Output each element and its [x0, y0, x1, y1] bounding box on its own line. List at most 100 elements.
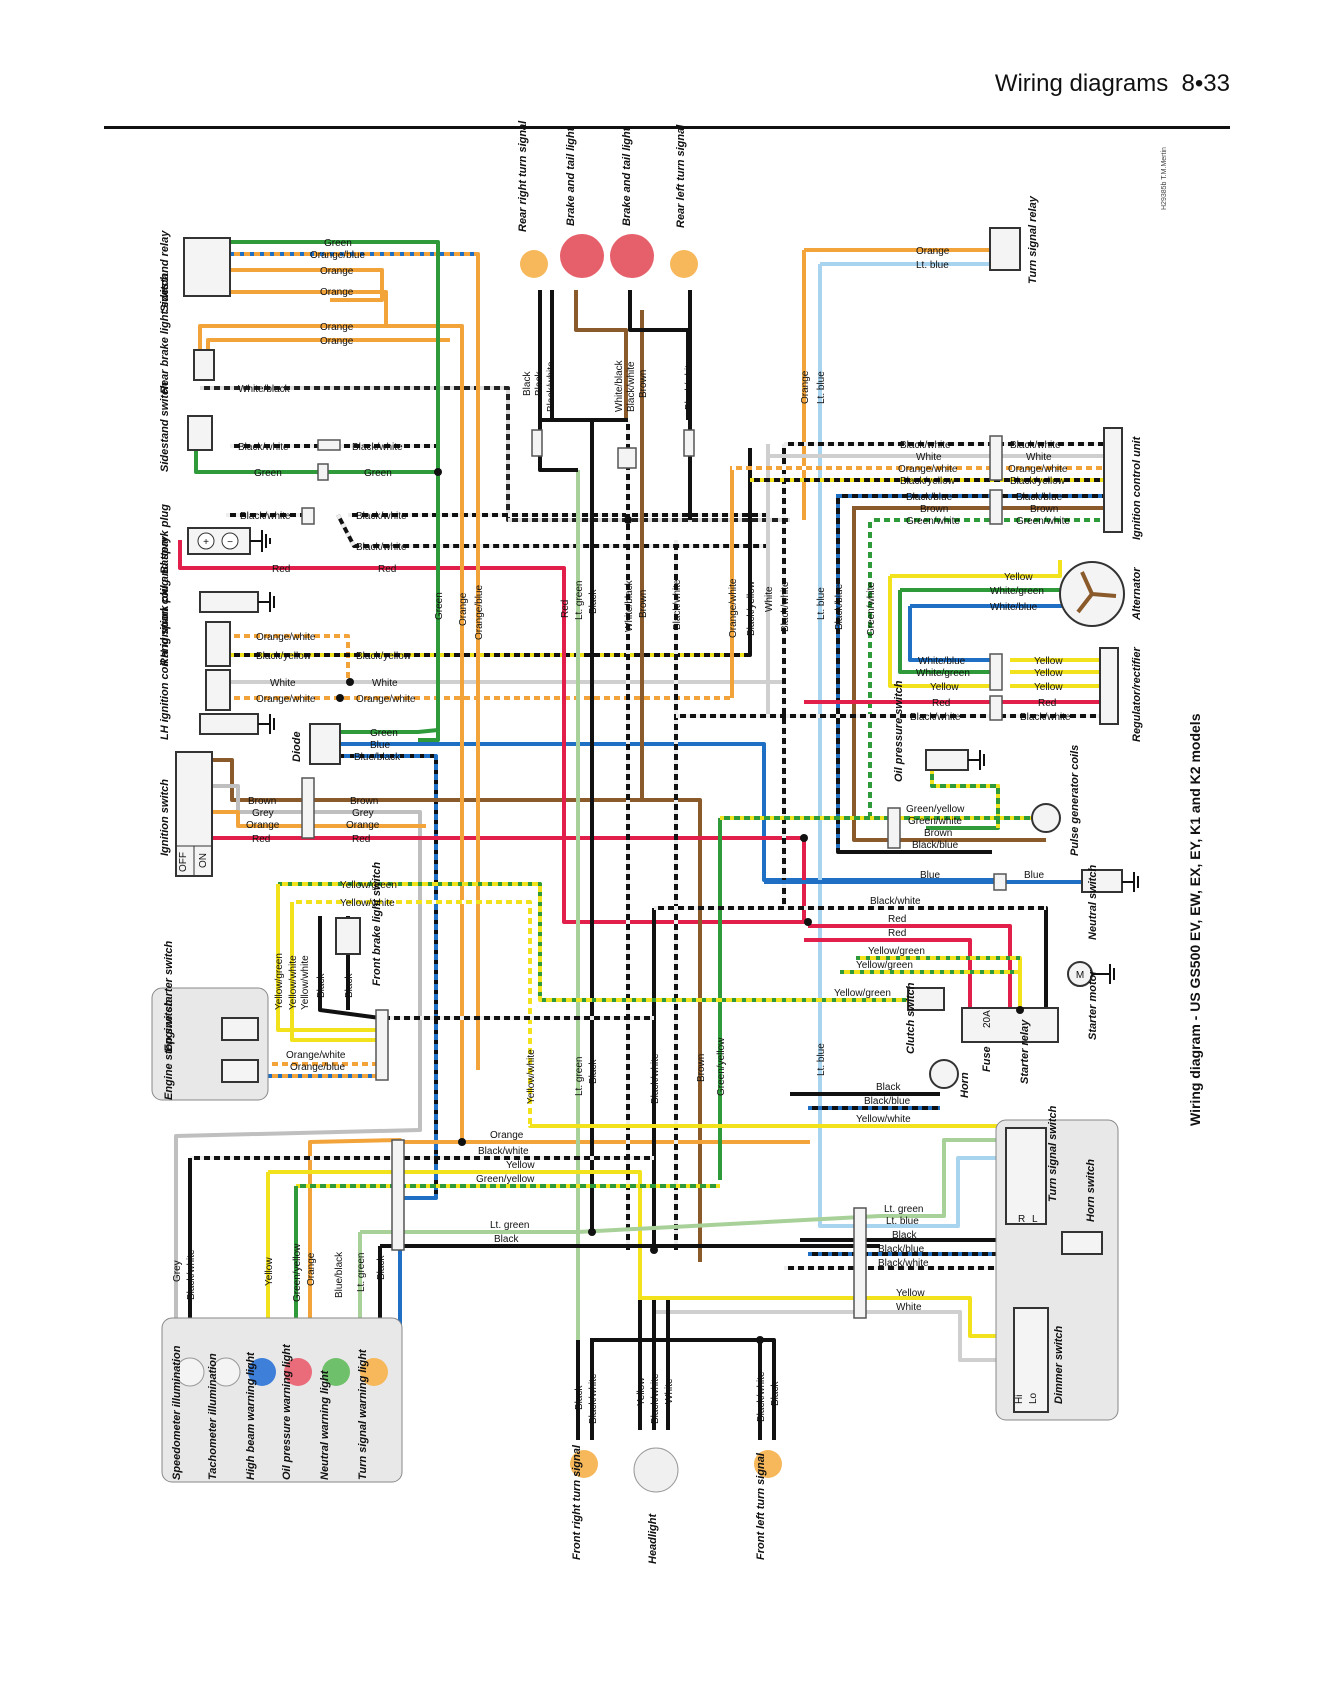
label-fuse: Fuse	[981, 1046, 993, 1072]
wl-r14: Black/blue	[1016, 492, 1063, 503]
wl-r20: White/blue	[918, 656, 966, 667]
tacho-bulb	[211, 1357, 241, 1387]
neutral-ground-icon	[1122, 872, 1139, 892]
headlight-bulb	[633, 1447, 679, 1493]
oil-pressure-switch	[925, 749, 969, 771]
wl-w7: White/black	[238, 384, 291, 395]
wl-r32: Brown	[924, 828, 952, 839]
wl-w25: Blue	[370, 740, 390, 751]
wl-r21: White/green	[916, 668, 970, 679]
label-sidestand-relay: Sidestand relay	[159, 230, 171, 312]
wl-v21: Black/white	[626, 361, 637, 412]
wire-brown-ign	[212, 758, 702, 1262]
wl-w33: Red	[252, 834, 270, 845]
pulse-generator	[1031, 803, 1061, 833]
motor-m: M	[1076, 970, 1084, 981]
wire-orange-white-rh	[230, 634, 350, 680]
wl-r33: Black/blue	[912, 840, 959, 851]
wl-r22: Yellow	[930, 682, 959, 693]
wl-r17: Yellow	[1004, 572, 1033, 583]
wl-w26: Blue/black	[354, 752, 401, 763]
wl-r15: Brown	[1030, 504, 1058, 515]
wl-w12: Black/white	[240, 511, 291, 522]
wl-r38: Red	[888, 928, 906, 939]
wl-w32: Orange	[346, 820, 380, 831]
turn-signal-switch	[1005, 1127, 1047, 1225]
trunk-brown-2	[852, 506, 1046, 842]
wl-i3: Yellow	[264, 1257, 275, 1286]
wl-m9: Lt. green	[574, 1057, 585, 1096]
wl-v25: Lt. blue	[816, 371, 827, 404]
rear-right-turn-bulb	[520, 250, 548, 278]
wl-w21: White	[372, 678, 398, 689]
wl-i8: Black	[376, 1255, 387, 1280]
wl-b1: Orange	[490, 1130, 524, 1141]
horn	[929, 1059, 959, 1089]
wl-v2: Orange	[458, 592, 469, 626]
wl-m14: Lt. blue	[816, 1043, 827, 1076]
wl-i7: Lt. green	[356, 1253, 367, 1292]
fuse-starter-relay	[961, 1007, 1059, 1043]
battery-ground-icon	[250, 530, 271, 552]
label-alternator: Alternator	[1131, 567, 1143, 621]
wl-r2: Lt. blue	[916, 260, 949, 271]
wl-r7: Black/blue	[906, 492, 953, 503]
wire-orange-white-lh	[230, 466, 734, 700]
wl-b8: Lt. blue	[886, 1216, 919, 1227]
wl-w27: Brown	[248, 796, 276, 807]
wl-w16: Red	[378, 564, 396, 575]
wl-i6: Blue/black	[334, 1251, 345, 1298]
label-diode: Diode	[291, 731, 303, 762]
wl-r5: Orange/white	[898, 464, 958, 475]
front-left-turn-bulb	[754, 1450, 782, 1478]
wl-r11: White	[1026, 452, 1052, 463]
wire-red-starter	[808, 924, 1012, 1010]
wire-ltg-tss	[880, 1138, 1006, 1218]
wl-r13: Black/yellow	[1010, 476, 1066, 487]
wl-m11: Black/white	[650, 1053, 661, 1104]
label-lh-coil: LH ignition coil and spark plug	[159, 579, 171, 740]
wire-white-black-brake	[200, 386, 790, 522]
label-starter-relay: Starter relay	[1019, 1019, 1031, 1084]
front-right-turn-bulb	[570, 1450, 598, 1478]
label-neutral-warning: Neutral warning light	[319, 1369, 331, 1480]
wire-red-starter-2	[804, 938, 972, 1010]
wl-b13: White	[896, 1302, 922, 1313]
rh-ground-icon	[258, 592, 275, 612]
label-neutral-switch: Neutral switch	[1087, 865, 1099, 940]
wire-green-sidestand	[194, 444, 438, 474]
label-horn-switch: Horn switch	[1085, 1159, 1097, 1222]
lh-ground-icon	[258, 714, 275, 734]
component-layer: + − OFF ON M 20A R L	[151, 227, 1139, 1493]
fuse-rating: 20A	[982, 1010, 993, 1028]
wl-r18: White/green	[990, 586, 1044, 597]
label-oil-warning: Oil pressure warning light	[281, 1343, 293, 1480]
diagram-code: H29385b T.M.Mertin	[1161, 147, 1168, 210]
brake-tail-bulb-2	[610, 234, 654, 278]
wl-b2: Black/white	[478, 1146, 529, 1157]
diagram-title: Wiring diagram - US GS500 EV, EW, EX, EY…	[1187, 713, 1203, 1126]
starter-ground-icon	[1092, 964, 1115, 984]
wl-v7: White/black	[624, 579, 635, 632]
wire-orange-brake-2	[206, 338, 450, 350]
wl-m13: Green/yellow	[716, 1037, 727, 1096]
wl-i1: Grey	[172, 1260, 183, 1282]
wire-yellow-dim	[640, 1296, 1000, 1338]
wl-f6: Black/white	[756, 1371, 767, 1422]
wl-w8: Black/white	[238, 442, 289, 453]
wl-v10: Orange/white	[728, 578, 739, 638]
wl-w19: Black/yellow	[356, 651, 412, 662]
wl-r23: Yellow	[1034, 656, 1063, 667]
wl-v3: Orange/blue	[474, 585, 485, 640]
wl-r4: White	[916, 452, 942, 463]
wire-orange-relay-1	[230, 268, 384, 302]
wl-w22: Orange/white	[256, 694, 316, 705]
label-turn-warning: Turn signal warning light	[357, 1348, 369, 1480]
wl-w11: Green	[364, 468, 392, 479]
wl-w35: Yellow/green	[340, 880, 397, 891]
wire-white-dim	[656, 1310, 1000, 1362]
wl-r24: Yellow	[1034, 668, 1063, 679]
label-regulator: Regulator/rectifier	[1131, 647, 1143, 742]
header-rule	[104, 126, 1230, 129]
